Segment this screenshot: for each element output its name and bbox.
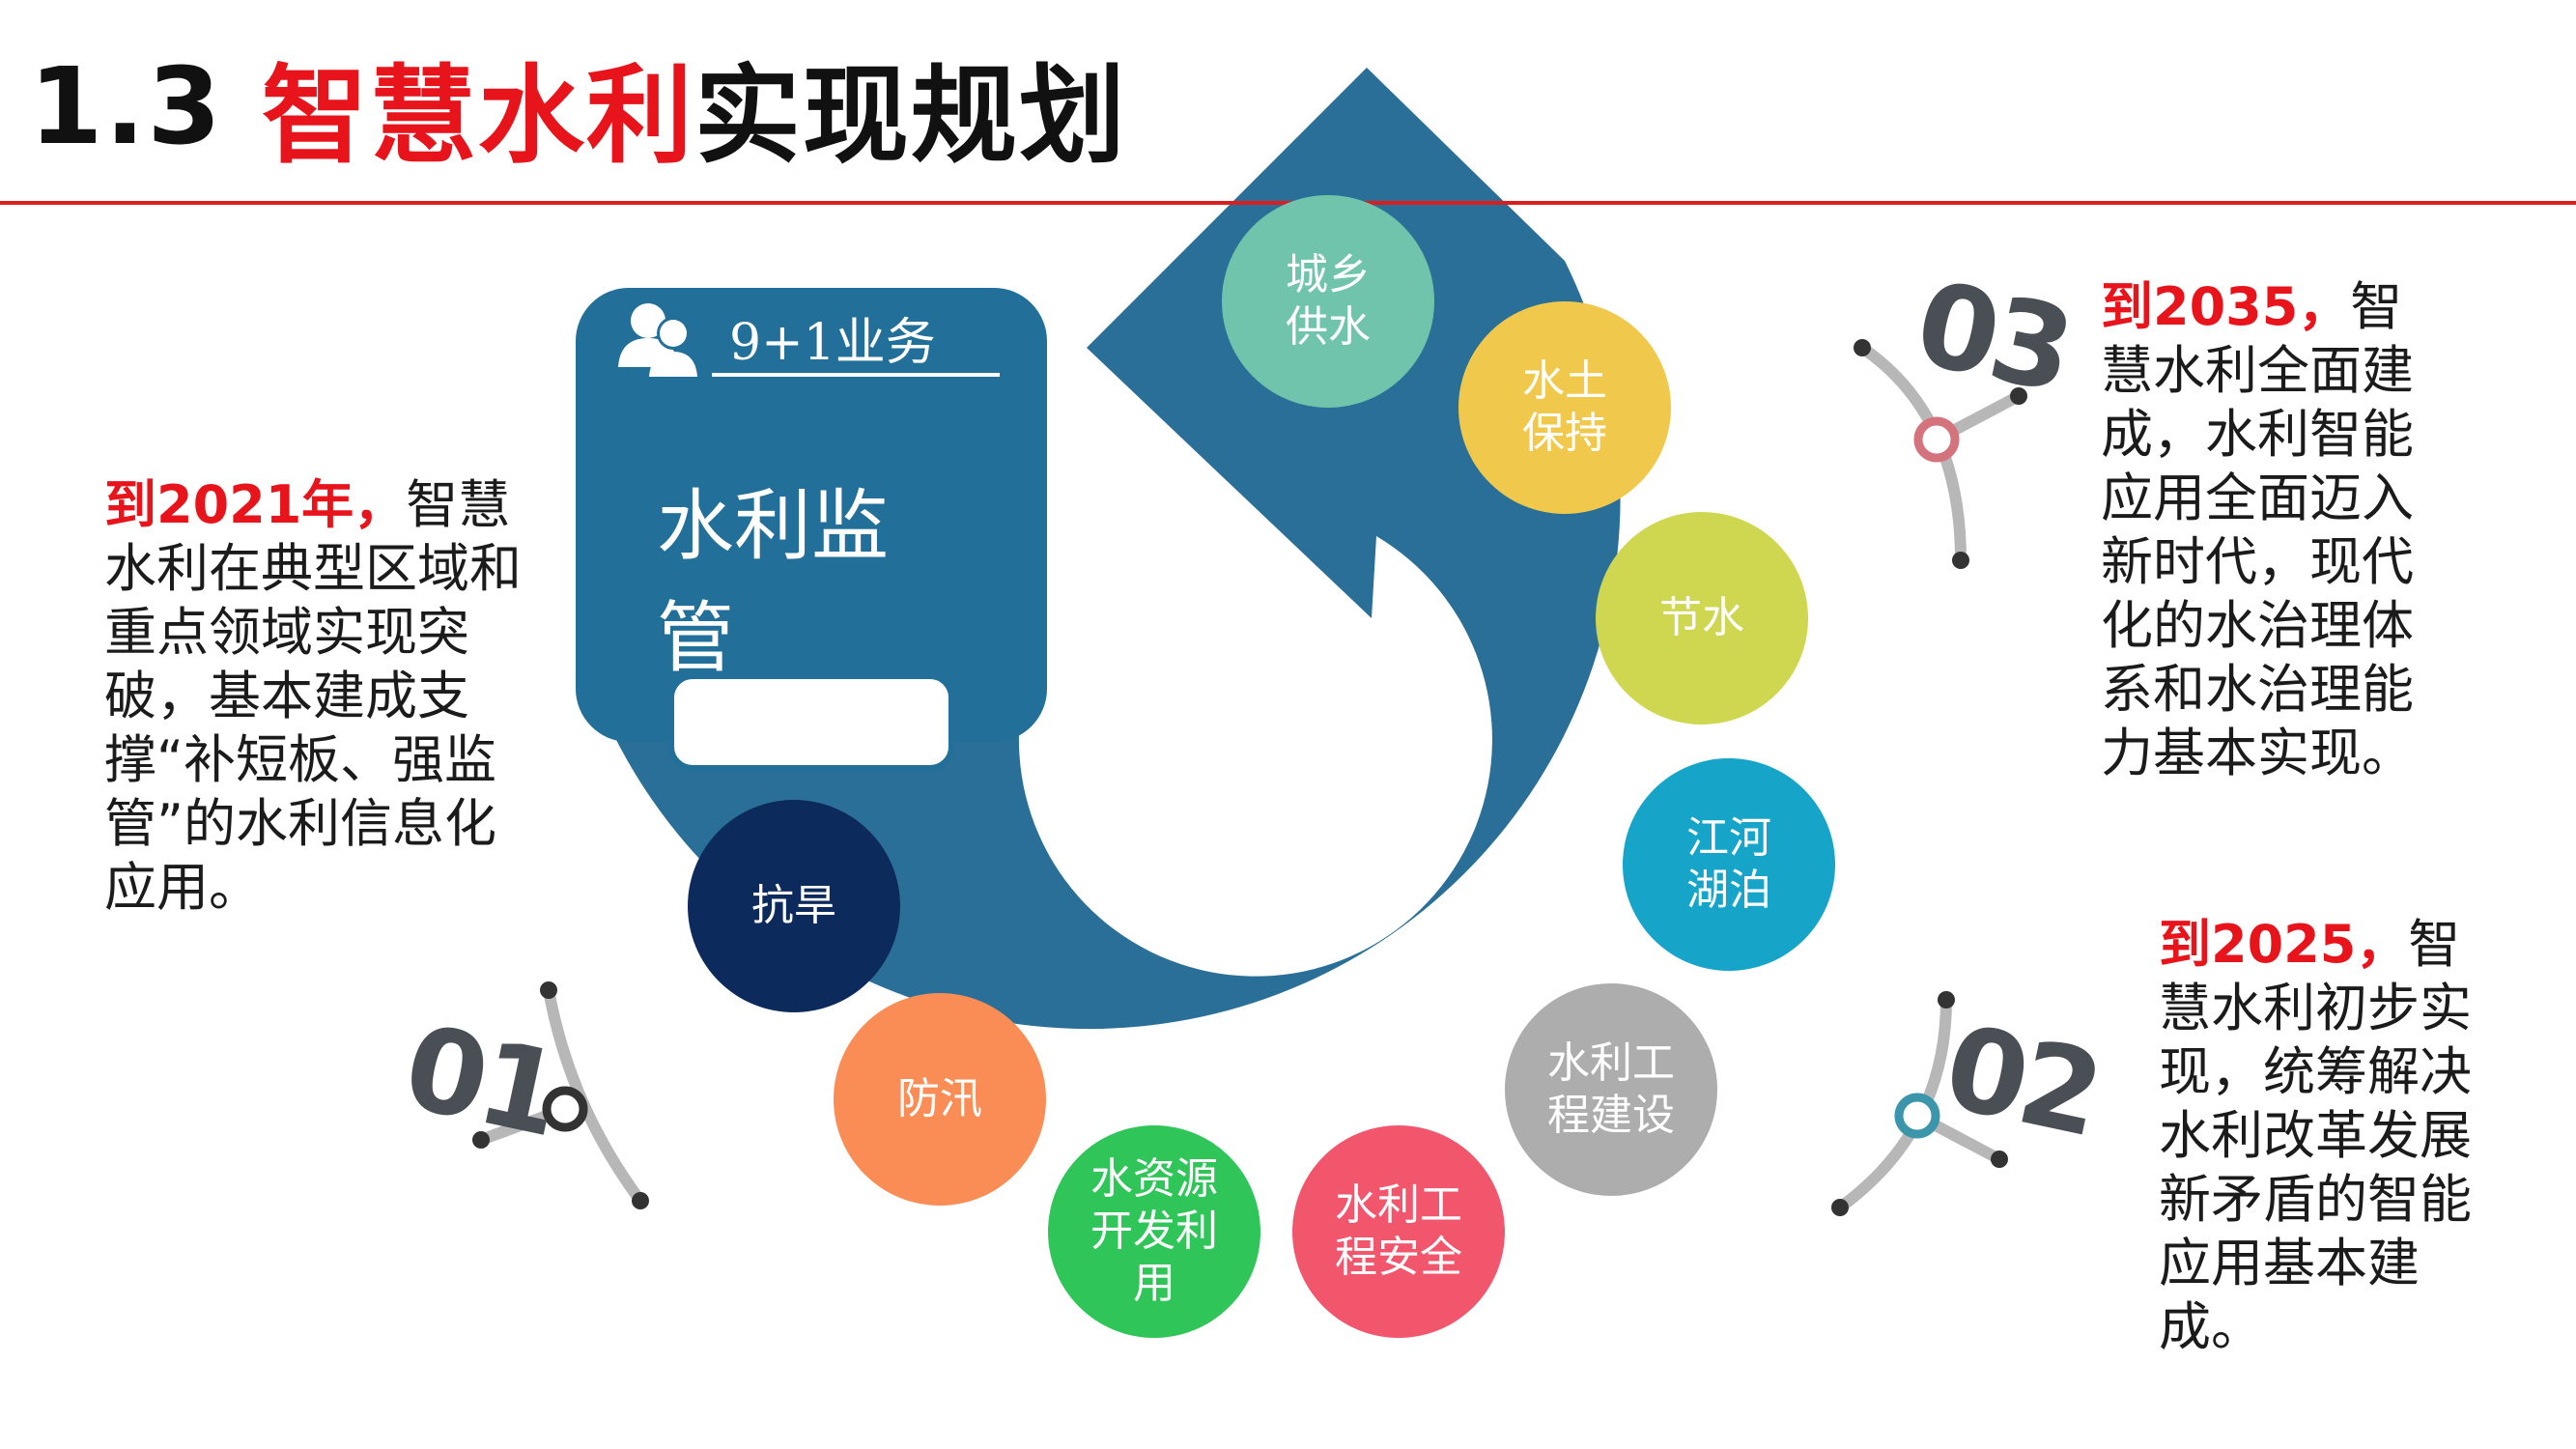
- marker-01: [472, 981, 649, 1209]
- card-body: [576, 288, 1047, 742]
- business-circle-line: 抗旱: [751, 881, 836, 930]
- page-title: 1.3 智慧水利 实现规划: [29, 39, 1127, 178]
- milestone-2021: 到2021年，智慧水利在典型区域和重点领域实现突破，基本建成支撑“补短板、强监管…: [104, 473, 529, 920]
- business-circle-line: 江河: [1686, 813, 1771, 863]
- business-circle-line: 节水: [1659, 593, 1744, 642]
- business-circle-line: 程安全: [1335, 1233, 1462, 1282]
- business-circle-line: 水资源: [1090, 1154, 1218, 1204]
- title-rest: 实现规划: [694, 54, 1127, 178]
- business-circle: 水资源开发利用: [1048, 1125, 1260, 1338]
- milestone-2025: 到2025，智慧水利初步实现，统筹解决水利改革发展新矛盾的智能应用基本建成。: [2159, 913, 2506, 1359]
- marker-03: [1854, 339, 2027, 569]
- business-circle-line: 城乡: [1286, 250, 1371, 299]
- business-circle-label: 节水: [1659, 592, 1744, 644]
- business-circle: 节水: [1596, 512, 1808, 724]
- card-tab: [668, 673, 954, 771]
- title-highlight: 智慧水利: [261, 54, 694, 178]
- business-circle-label: 水利工程安全: [1335, 1179, 1462, 1284]
- milestone-2035-year: 到2035，: [2101, 276, 2351, 337]
- business-circle-label: 水利工程建设: [1547, 1037, 1675, 1142]
- title-number: 1.3: [29, 44, 223, 168]
- business-circle: 城乡供水: [1222, 195, 1434, 408]
- business-circle: 水土保持: [1458, 301, 1671, 514]
- business-circle: 防汛: [834, 993, 1046, 1206]
- milestone-2025-text: 智慧水利初步实现，统筹解决水利改革发展新矛盾的智能应用基本建成。: [2159, 914, 2472, 1357]
- business-circle-label: 城乡供水: [1286, 249, 1371, 354]
- business-circle-line: 供水: [1286, 302, 1371, 352]
- business-circle-line: 水利工: [1547, 1038, 1675, 1088]
- business-circle-line: 开发利: [1090, 1207, 1218, 1256]
- people-icon: [618, 303, 697, 377]
- business-circle: 水利工程安全: [1292, 1125, 1505, 1338]
- business-circle-label: 防汛: [897, 1073, 982, 1125]
- milestone-2021-text: 智慧水利在典型区域和重点领域实现突破，基本建成支撑“补短板、强监管”的水利信息化…: [104, 474, 522, 918]
- business-circle-line: 湖泊: [1686, 866, 1771, 915]
- milestone-2035-text: 智慧水利全面建成，水利智能应用全面迈入新时代，现代化的水治理体系和水治理能力基本…: [2101, 276, 2414, 783]
- business-circle-line: 程建设: [1547, 1091, 1675, 1140]
- business-circle: 江河湖泊: [1623, 758, 1835, 971]
- business-circle-line: 保持: [1522, 409, 1607, 458]
- business-circle: 水利工程建设: [1505, 983, 1717, 1196]
- business-circle-line: 水土: [1522, 356, 1607, 406]
- milestone-2035: 到2035，智慧水利全面建成，水利智能应用全面迈入新时代，现代化的水治理体系和水…: [2101, 275, 2449, 785]
- milestone-2025-year: 到2025，: [2159, 914, 2409, 975]
- business-circle-line: 水利工: [1335, 1180, 1462, 1230]
- card-header: 9+1业务: [729, 314, 936, 372]
- business-circle-line: 用: [1133, 1259, 1175, 1308]
- business-circle-line: 防汛: [897, 1074, 982, 1123]
- business-circle-label: 水资源开发利用: [1090, 1153, 1218, 1310]
- business-circle: 抗旱: [688, 800, 900, 1012]
- marker-02: [1831, 991, 2008, 1216]
- business-circle-label: 江河湖泊: [1686, 812, 1771, 917]
- business-circle-label: 抗旱: [751, 880, 836, 932]
- business-circle-label: 水土保持: [1522, 355, 1607, 460]
- card-title: 水利监管: [657, 481, 889, 683]
- milestone-2021-year: 到2021年，: [104, 474, 407, 535]
